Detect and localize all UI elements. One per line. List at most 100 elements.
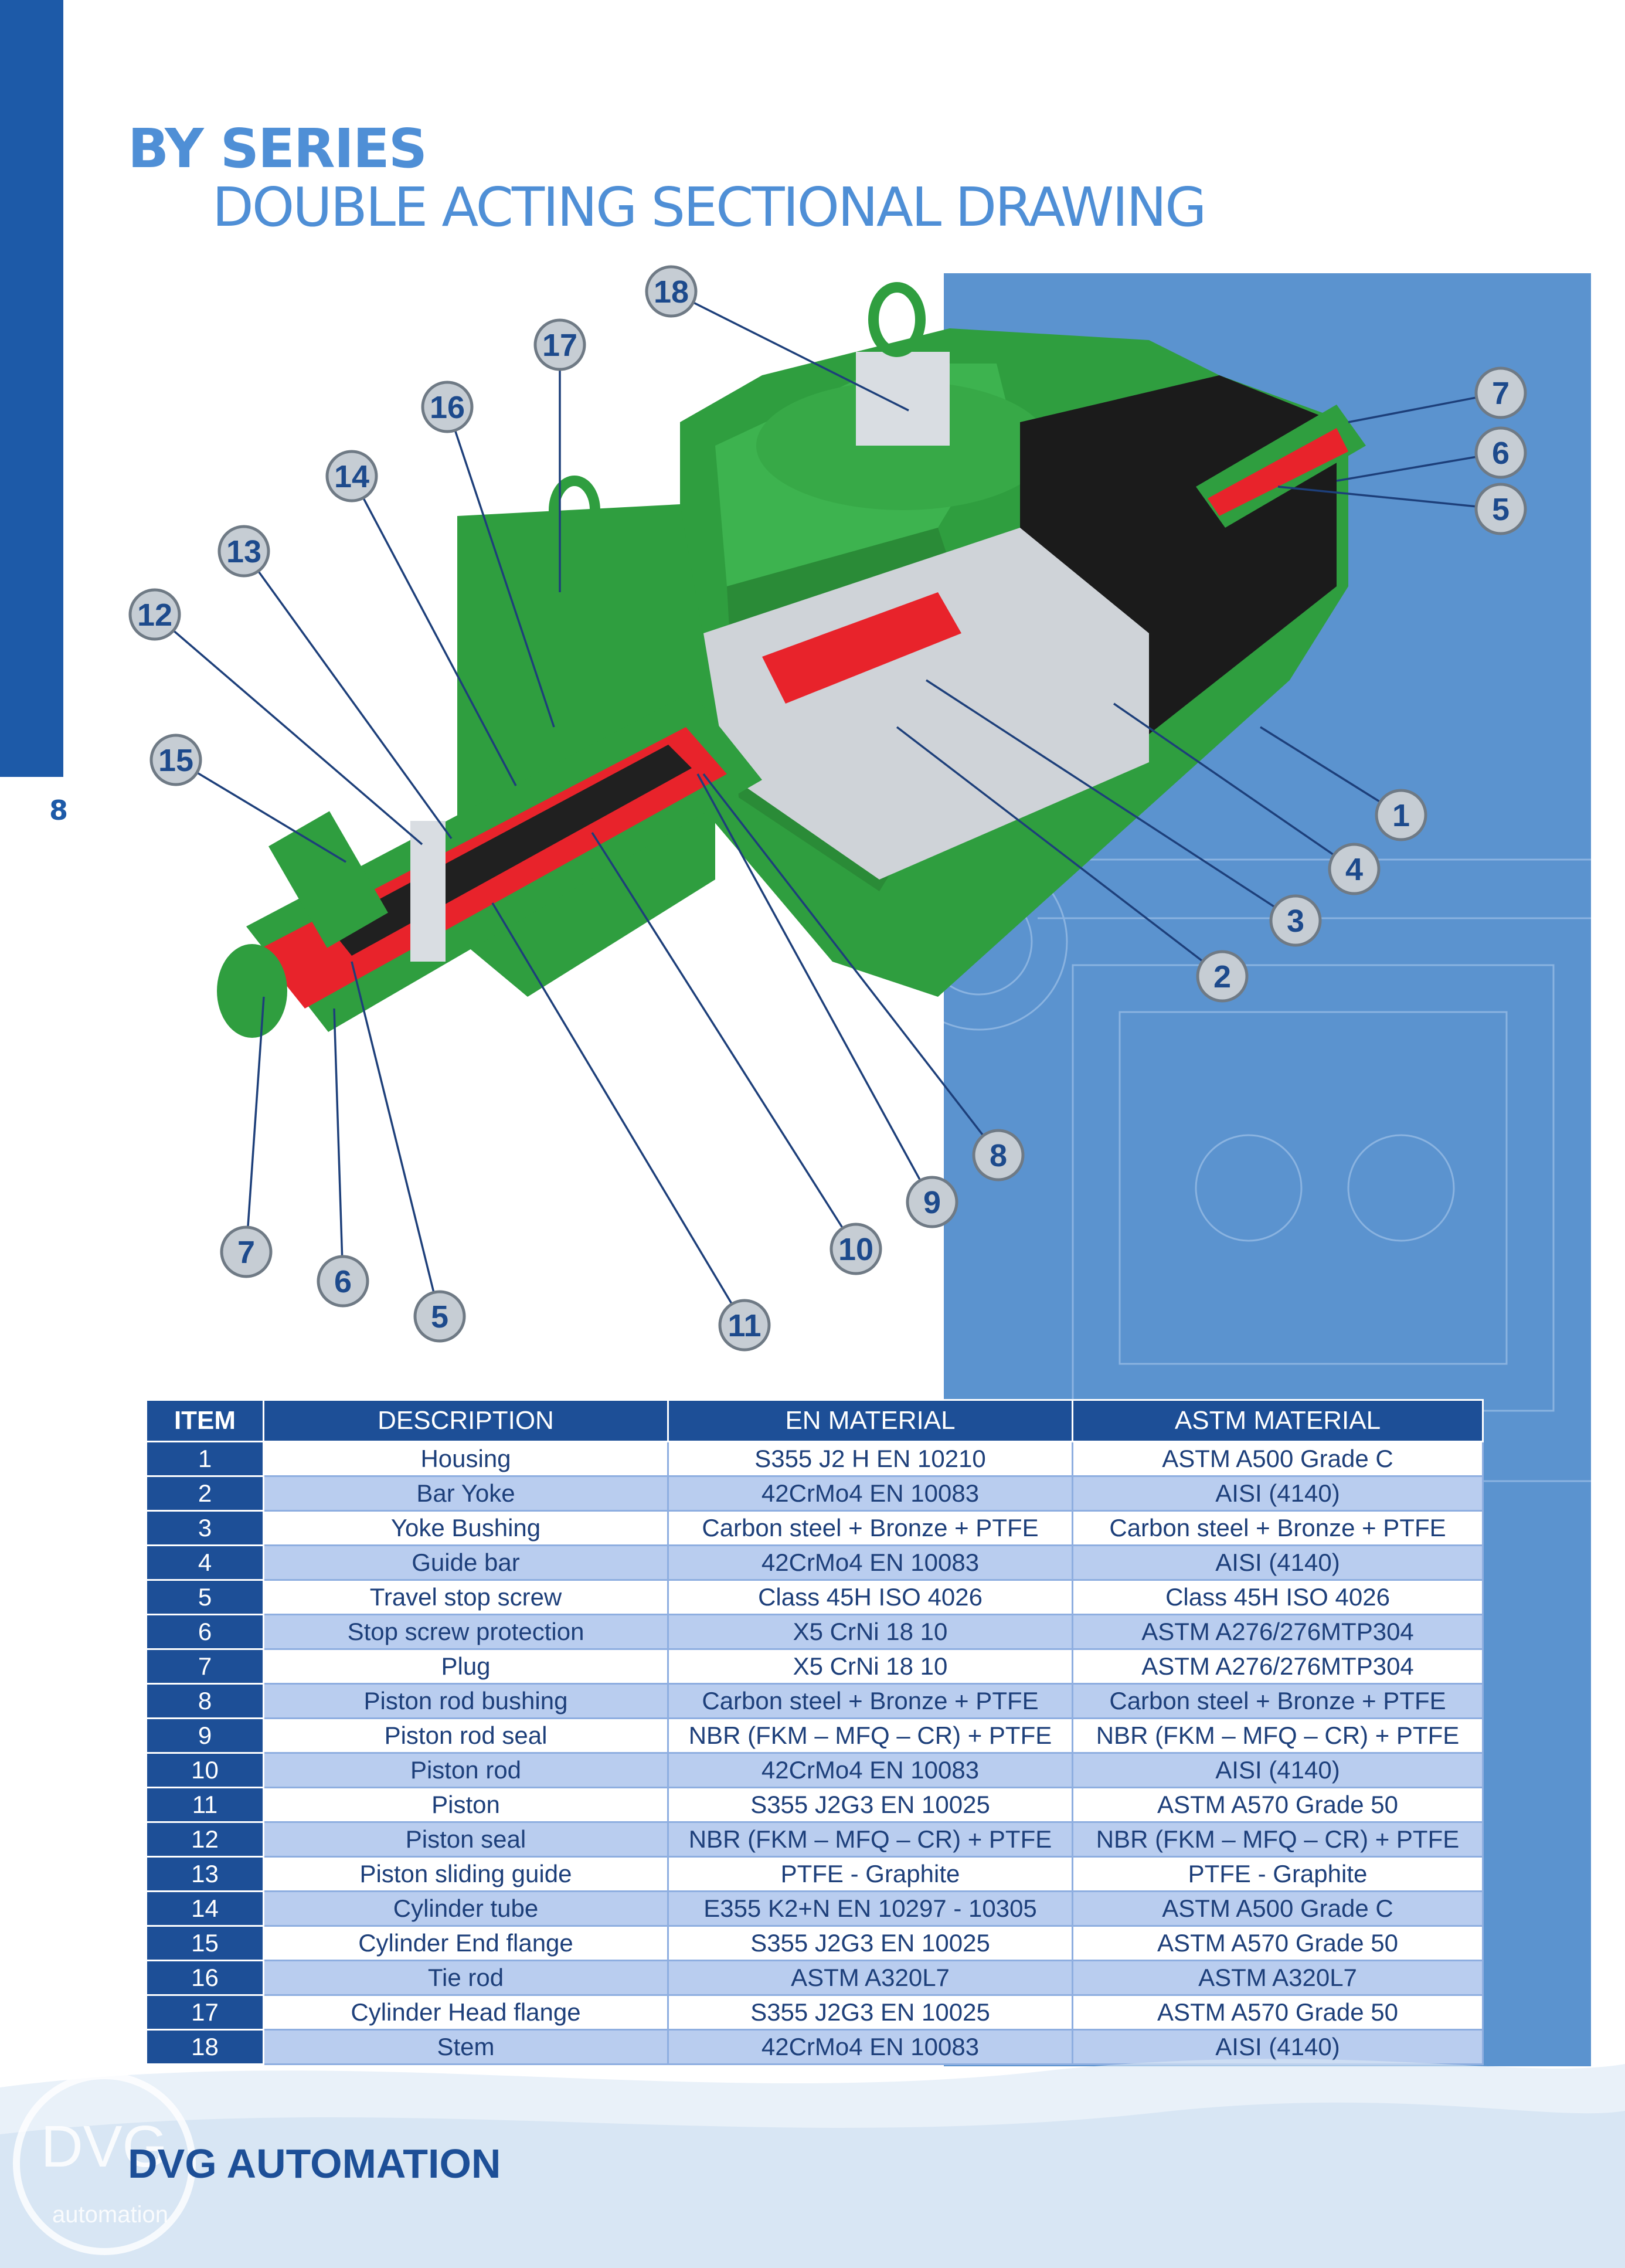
callout-1: 1 [1375, 789, 1427, 841]
callout-7-left: 7 [220, 1225, 273, 1278]
footer-wave-decoration [0, 2059, 1625, 2268]
cell-description: Piston rod [263, 1752, 669, 1788]
cell-item: 12 [145, 1821, 264, 1858]
callout-14: 14 [325, 450, 378, 503]
cell-item: 15 [145, 1925, 264, 1961]
cell-item: 17 [145, 1994, 264, 2031]
cell-description: Plug [263, 1648, 669, 1685]
cell-description: Guide bar [263, 1544, 669, 1581]
cell-item: 7 [145, 1648, 264, 1685]
cell-description: Housing [263, 1441, 669, 1477]
callout-2: 2 [1196, 950, 1249, 1003]
svg-text:5: 5 [1492, 492, 1510, 527]
cell-astm-material: ASTM A276/276MTP304 [1072, 1648, 1484, 1685]
cell-en-material: X5 CrNi 18 10 [667, 1648, 1073, 1685]
actuator-cylinder [217, 692, 762, 1038]
cell-item: 9 [145, 1717, 264, 1754]
callout-12: 12 [128, 588, 181, 641]
cell-en-material: 42CrMo4 EN 10083 [667, 2029, 1073, 2065]
svg-text:automation: automation [52, 2202, 168, 2228]
cell-item: 10 [145, 1752, 264, 1788]
callout-7-right: 7 [1474, 366, 1527, 419]
cell-en-material: S355 J2G3 EN 10025 [667, 1994, 1073, 2031]
callout-10: 10 [830, 1223, 882, 1275]
cell-en-material: NBR (FKM – MFQ – CR) + PTFE [667, 1717, 1073, 1754]
cell-astm-material: AISI (4140) [1072, 2029, 1484, 2065]
svg-text:17: 17 [542, 328, 577, 363]
cell-description: Piston sliding guide [263, 1856, 669, 1892]
callout-16: 16 [421, 381, 474, 433]
cell-item: 1 [145, 1441, 264, 1477]
lifting-eye-top [868, 282, 926, 357]
svg-text:18: 18 [654, 274, 689, 310]
cell-item: 4 [145, 1544, 264, 1581]
cell-description: Piston rod seal [263, 1717, 669, 1754]
cell-en-material: 42CrMo4 EN 10083 [667, 1475, 1073, 1512]
cell-item: 13 [145, 1856, 264, 1892]
cell-en-material: Carbon steel + Bronze + PTFE [667, 1683, 1073, 1719]
cell-en-material: 42CrMo4 EN 10083 [667, 1752, 1073, 1788]
svg-text:3: 3 [1287, 904, 1304, 939]
svg-text:2: 2 [1213, 959, 1231, 994]
cell-en-material: ASTM A320L7 [667, 1960, 1073, 1996]
cell-item: 6 [145, 1614, 264, 1650]
callout-8: 8 [972, 1129, 1025, 1181]
brand-name: DVG AUTOMATION [128, 2141, 501, 2186]
cell-item: 8 [145, 1683, 264, 1719]
callout-6-left: 6 [317, 1255, 369, 1308]
cell-description: Stop screw protection [263, 1614, 669, 1650]
cell-item: 11 [145, 1787, 264, 1823]
dvg-logo: DVG automation [13, 2072, 196, 2255]
callout-4: 4 [1328, 843, 1381, 895]
cell-astm-material: ASTM A500 Grade C [1072, 1890, 1484, 1927]
cell-description: Stem [263, 2029, 669, 2065]
callout-9: 9 [906, 1176, 958, 1228]
header-description: DESCRIPTION [263, 1399, 669, 1442]
callout-5-right: 5 [1474, 483, 1527, 535]
cell-description: Bar Yoke [263, 1475, 669, 1512]
cell-astm-material: NBR (FKM – MFQ – CR) + PTFE [1072, 1821, 1484, 1858]
cell-astm-material: AISI (4140) [1072, 1475, 1484, 1512]
svg-text:12: 12 [137, 597, 172, 633]
header-en-material: EN MATERIAL [667, 1399, 1073, 1442]
cell-item: 14 [145, 1890, 264, 1927]
svg-text:15: 15 [158, 743, 193, 778]
callout-3: 3 [1269, 894, 1322, 947]
cell-en-material: S355 J2 H EN 10210 [667, 1441, 1073, 1477]
cell-en-material: NBR (FKM – MFQ – CR) + PTFE [667, 1821, 1073, 1858]
cell-en-material: Class 45H ISO 4026 [667, 1579, 1073, 1615]
callout-6-right: 6 [1474, 426, 1527, 479]
callout-17: 17 [533, 318, 586, 371]
actuator-sectional-drawing: 18 17 16 14 13 12 15 7 6 5 1 4 3 2 8 9 1… [128, 265, 1527, 1352]
cell-astm-material: AISI (4140) [1072, 1544, 1484, 1581]
cell-astm-material: ASTM A570 Grade 50 [1072, 1787, 1484, 1823]
callout-5-left: 5 [413, 1290, 466, 1343]
cell-en-material: PTFE - Graphite [667, 1856, 1073, 1892]
cell-astm-material: Class 45H ISO 4026 [1072, 1579, 1484, 1615]
parts-materials-table: ITEM DESCRIPTION EN MATERIAL ASTM MATERI… [145, 1399, 1484, 2065]
page-number: 8 [49, 795, 69, 826]
svg-text:7: 7 [237, 1235, 255, 1270]
cell-description: Cylinder Head flange [263, 1994, 669, 2031]
cell-description: Travel stop screw [263, 1579, 669, 1615]
cell-item: 18 [145, 2029, 264, 2065]
cell-astm-material: AISI (4140) [1072, 1752, 1484, 1788]
cell-en-material: S355 J2G3 EN 10025 [667, 1787, 1073, 1823]
cell-description: Yoke Bushing [263, 1510, 669, 1546]
svg-text:16: 16 [430, 390, 465, 425]
svg-text:14: 14 [334, 459, 369, 494]
svg-text:6: 6 [1492, 436, 1510, 471]
leader-lines [154, 290, 1501, 1326]
